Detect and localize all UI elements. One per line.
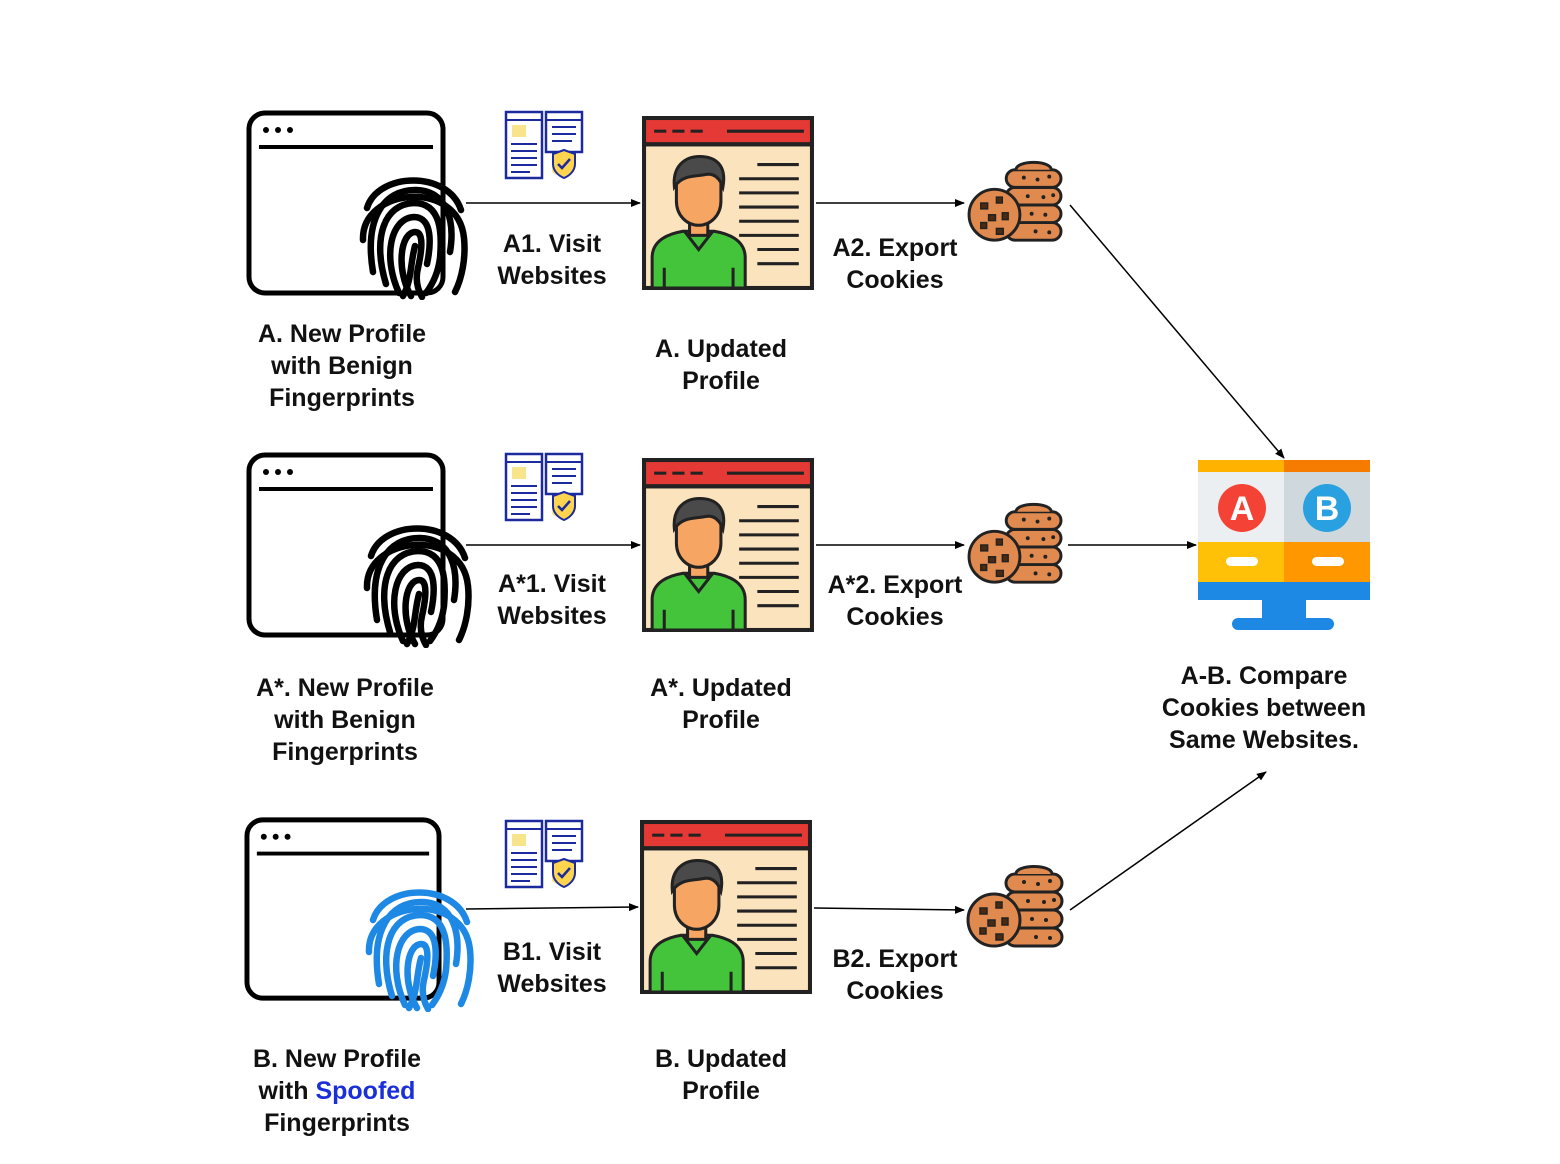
visit-label-line: B1. Visit [502, 938, 602, 966]
export-label-b: B2. Export Cookies [815, 943, 975, 1007]
cookies-icon [966, 865, 1064, 948]
compare-label-line: A-B. Compare [1180, 662, 1348, 690]
visit-label-line: Websites [497, 602, 607, 630]
badge-a [1218, 484, 1266, 532]
profile-label-a: A. New Profile with Benign Fingerprints [232, 318, 452, 414]
profile-label-line: Fingerprints [269, 384, 415, 412]
export-label-line: Cookies [846, 977, 944, 1005]
badge-b [1303, 484, 1351, 532]
export-label-line: A*2. Export [827, 571, 963, 599]
cookies-icon [967, 160, 1063, 242]
visit-label-a-star: A*1. Visit Websites [477, 568, 627, 632]
profile-label-line: Fingerprints [264, 1109, 410, 1137]
compare-label-line: Cookies between [1161, 694, 1367, 722]
website-documents-icon [504, 819, 584, 889]
visit-label-line: Websites [497, 970, 607, 998]
profile-label-line: B. New Profile [252, 1045, 422, 1073]
updated-label-b: B. Updated Profile [636, 1043, 806, 1107]
website-documents-icon [504, 110, 584, 180]
row-a-star [249, 452, 1197, 645]
user-profile-icon [644, 460, 812, 630]
export-label-a: A2. Export Cookies [815, 232, 975, 296]
profile-label-line: A. New Profile [257, 320, 427, 348]
updated-label-a: A. Updated Profile [636, 333, 806, 397]
user-profile-icon [644, 118, 812, 288]
visit-label-line: A*1. Visit [498, 570, 606, 598]
profile-label-a-star: A*. New Profile with Benign Fingerprints [235, 672, 455, 768]
arrow-compare-a [1069, 204, 1285, 459]
updated-label-line: Profile [682, 706, 760, 734]
visit-label-line: A1. Visit [502, 230, 602, 258]
updated-label-a-star: A*. Updated Profile [636, 672, 806, 736]
updated-label-line: Profile [682, 1077, 760, 1105]
compare-label-line: Same Websites. [1169, 726, 1359, 754]
export-label-a-star: A*2. Export Cookies [810, 569, 980, 633]
profile-label-line: A*. New Profile [256, 674, 434, 702]
arrow-compare-b [1069, 771, 1267, 911]
export-label-line: A2. Export [832, 234, 958, 262]
profile-label-b: B. New Profile with Spoofed Fingerprints [227, 1043, 447, 1139]
profile-label-line: with Benign [271, 352, 413, 380]
visit-label-a: A1. Visit Websites [477, 228, 627, 292]
visit-label-b: B1. Visit Websites [477, 936, 627, 1000]
updated-label-line: A. Updated [655, 335, 787, 363]
export-label-line: B2. Export [832, 945, 958, 973]
website-documents-icon [504, 452, 584, 522]
ab-compare-monitor-icon: A B [1198, 460, 1370, 630]
updated-label-line: Profile [682, 367, 760, 395]
cookies-icon [967, 502, 1063, 584]
export-label-line: Cookies [846, 266, 944, 294]
updated-label-line: A*. Updated [650, 674, 792, 702]
row-a [249, 110, 1063, 297]
badge-a-letter: A [1230, 490, 1255, 528]
compare-label: A-B. Compare Cookies between Same Websit… [1144, 660, 1384, 756]
arrow-visit-b [465, 903, 639, 912]
profile-label-line: with Benign [274, 706, 416, 734]
profile-label-line: Fingerprints [272, 738, 418, 766]
updated-label-line: B. Updated [655, 1045, 787, 1073]
visit-label-line: Websites [497, 262, 607, 290]
arrow-export-b [813, 905, 965, 914]
profile-label-prefix: with [258, 1077, 316, 1105]
profile-label-line: with Spoofed [227, 1075, 447, 1107]
user-profile-icon [642, 822, 810, 992]
badge-b-letter: B [1315, 490, 1340, 528]
row-b [247, 819, 1064, 1009]
export-label-line: Cookies [846, 603, 944, 631]
spoofed-highlight: Spoofed [315, 1077, 416, 1105]
